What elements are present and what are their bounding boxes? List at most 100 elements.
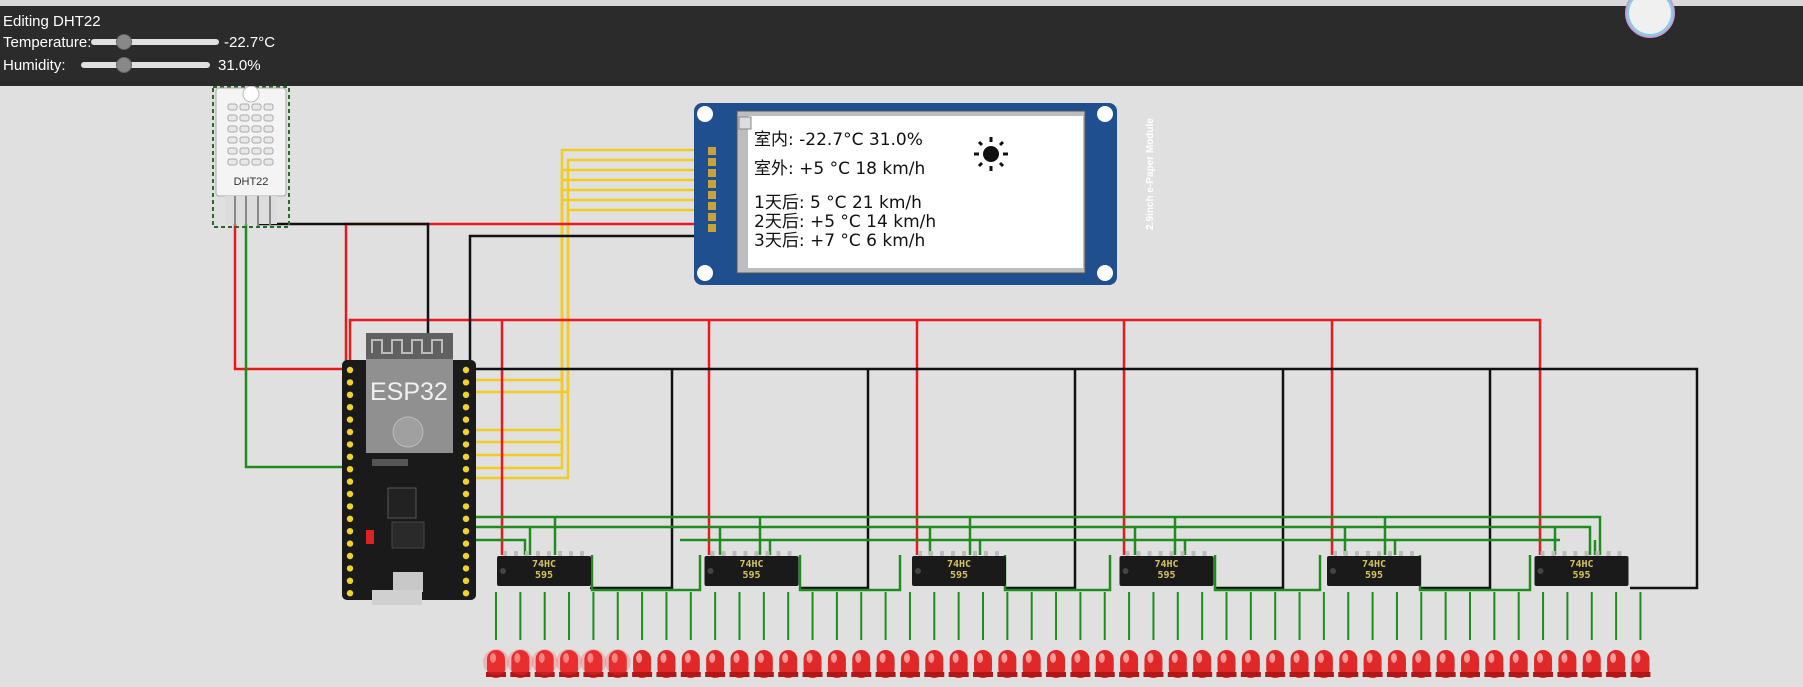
- esp32-pin: [462, 540, 470, 547]
- epaper-module[interactable]: [694, 103, 1117, 285]
- shift-register-label: 74HC 595: [1569, 559, 1594, 581]
- led[interactable]: [1557, 650, 1578, 678]
- led[interactable]: [1119, 650, 1140, 678]
- temperature-value: -22.7°C: [224, 33, 276, 51]
- esp32-pin: [462, 515, 470, 522]
- display-line-day2: 2天后: +5 °C 14 km/h: [754, 212, 937, 232]
- led[interactable]: [1362, 650, 1383, 678]
- grille-slot: [239, 158, 250, 166]
- led[interactable]: [656, 650, 677, 678]
- spi-wires: [475, 148, 708, 480]
- grille-slot: [251, 103, 262, 111]
- led[interactable]: [604, 649, 631, 678]
- editor-title: Editing DHT22: [3, 13, 101, 30]
- esp32-pin: [346, 391, 354, 398]
- led[interactable]: [997, 650, 1018, 678]
- led[interactable]: [1046, 650, 1067, 678]
- epaper-pin: [708, 169, 716, 177]
- led[interactable]: [556, 649, 583, 678]
- led[interactable]: [778, 650, 799, 678]
- shift-register-74hc595[interactable]: [497, 551, 591, 586]
- grille-slot: [251, 147, 262, 155]
- led[interactable]: [1508, 650, 1529, 678]
- circuit-canvas[interactable]: [0, 86, 1803, 687]
- humidity-label: Humidity:: [3, 56, 66, 74]
- dht22-label: DHT22: [233, 176, 269, 188]
- led[interactable]: [1338, 650, 1359, 678]
- grille-slot: [263, 136, 274, 144]
- led[interactable]: [680, 650, 701, 678]
- shift-register-74hc595[interactable]: [1327, 551, 1421, 586]
- grille-slot: [251, 114, 262, 122]
- esp32-pin: [346, 565, 354, 572]
- app-logo-icon[interactable]: [1625, 0, 1675, 38]
- led[interactable]: [1533, 650, 1554, 678]
- humidity-slider[interactable]: [81, 62, 210, 68]
- led[interactable]: [1216, 650, 1237, 678]
- led[interactable]: [1386, 650, 1407, 678]
- epaper-header-pins: [708, 147, 716, 232]
- esp32-pin: [462, 466, 470, 473]
- led[interactable]: [875, 650, 896, 678]
- shift-register-label: 74HC 595: [1361, 559, 1387, 581]
- epaper-pin: [708, 191, 716, 199]
- led[interactable]: [973, 650, 993, 678]
- led[interactable]: [1606, 650, 1627, 678]
- led[interactable]: [1070, 650, 1091, 678]
- shift-register-74hc595[interactable]: [1119, 551, 1214, 586]
- esp32-board[interactable]: [342, 333, 476, 605]
- led[interactable]: [729, 650, 750, 678]
- esp32-pin: [346, 528, 354, 535]
- led[interactable]: [1265, 650, 1286, 678]
- shift-register-label: 74HC 595: [739, 559, 764, 581]
- led[interactable]: [705, 650, 726, 678]
- dht22-sensor[interactable]: [212, 86, 290, 228]
- top-strip: [0, 0, 1803, 6]
- led[interactable]: [1289, 650, 1310, 678]
- shift-register-74hc595[interactable]: [1534, 551, 1629, 586]
- grille-slot: [251, 158, 262, 166]
- led[interactable]: [1484, 650, 1505, 678]
- led[interactable]: [948, 650, 969, 678]
- esp32-pin: [462, 528, 470, 535]
- led[interactable]: [1143, 650, 1164, 678]
- led[interactable]: [753, 650, 774, 678]
- shift-register-74hc595[interactable]: [704, 551, 799, 586]
- led[interactable]: [507, 649, 534, 678]
- led[interactable]: [1581, 650, 1602, 678]
- grille-slot: [263, 125, 274, 133]
- shift-register-label: 74HC 595: [531, 559, 557, 581]
- esp32-pin: [462, 590, 470, 597]
- grille-slot: [239, 136, 250, 144]
- led[interactable]: [924, 650, 945, 678]
- esp32-pin: [462, 577, 470, 584]
- led[interactable]: [851, 650, 872, 678]
- led[interactable]: [1192, 650, 1213, 678]
- led[interactable]: [1167, 650, 1188, 678]
- led[interactable]: [531, 649, 558, 678]
- led[interactable]: [1313, 650, 1334, 678]
- part-editor-panel: Editing DHT22 Temperature: -22.7°C Humid…: [0, 0, 1803, 86]
- led[interactable]: [899, 650, 920, 678]
- led[interactable]: [1460, 650, 1480, 678]
- led[interactable]: [802, 650, 823, 678]
- humidity-value: 31.0%: [218, 56, 261, 74]
- led[interactable]: [1094, 650, 1115, 678]
- led[interactable]: [826, 650, 847, 678]
- shift-register-74hc595[interactable]: [912, 551, 1006, 586]
- led[interactable]: [1240, 650, 1261, 678]
- esp32-pin: [462, 503, 470, 510]
- temperature-slider[interactable]: [91, 39, 219, 45]
- grille-slot: [263, 103, 274, 111]
- display-line-day1: 1天后: 5 °C 21 km/h: [754, 193, 922, 213]
- led[interactable]: [483, 649, 509, 678]
- esp32-pin: [346, 577, 354, 584]
- epaper-pin: [708, 158, 716, 166]
- led[interactable]: [1021, 650, 1042, 678]
- led[interactable]: [1411, 650, 1432, 678]
- led[interactable]: [580, 649, 607, 678]
- led[interactable]: [1435, 650, 1456, 678]
- esp32-pin: [462, 379, 470, 386]
- led[interactable]: [1630, 650, 1651, 678]
- led[interactable]: [632, 650, 653, 678]
